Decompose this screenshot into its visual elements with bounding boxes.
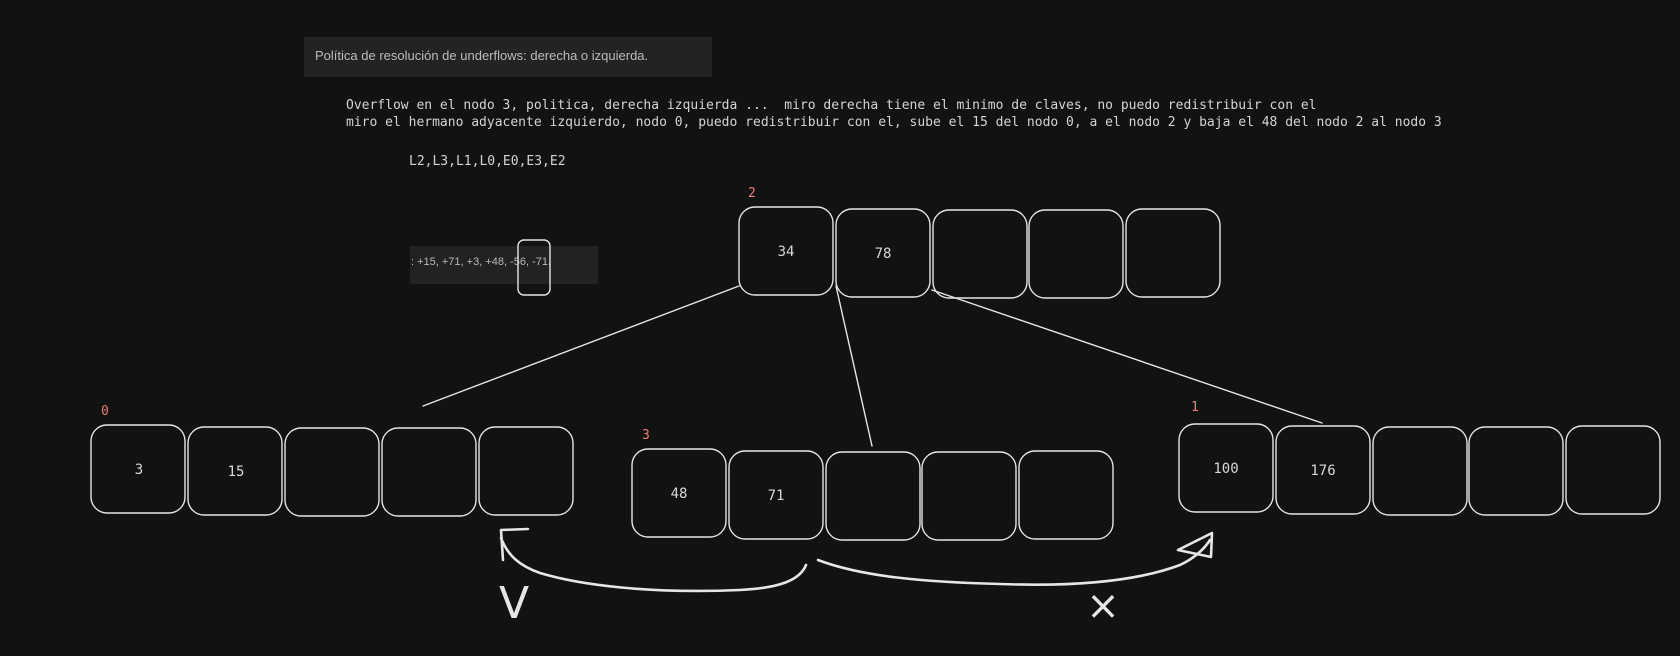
- node-2-cell-5: [1125, 208, 1221, 298]
- node-0-cell-5: [478, 426, 574, 516]
- node-2-cell-3: [932, 209, 1028, 299]
- check-mark: V: [499, 578, 529, 629]
- highlight-48-outline: [517, 239, 551, 296]
- node-3-key-1: 48: [670, 486, 688, 502]
- node-1-key-1: 100: [1213, 461, 1239, 477]
- node-1-label: 1: [1191, 400, 1199, 415]
- node-3-cell-2: [728, 450, 824, 540]
- node-2-cell-4: [1028, 209, 1124, 299]
- edge-node2-to-node3: [835, 285, 873, 447]
- left-arrowhead: [499, 527, 530, 562]
- node-3-cell-1: [631, 448, 727, 538]
- node-3-cell-3: [825, 451, 921, 541]
- edge-node2-to-node0: [422, 285, 740, 407]
- node-1: [1178, 423, 1661, 516]
- node-0-key-2: 15: [227, 464, 245, 480]
- policy-note: Política de resolución de underflows: de…: [304, 37, 712, 77]
- explanation-line-1: Overflow en el nodo 3, politica, derecha…: [346, 98, 1317, 113]
- access-sequence: L2,L3,L1,L0,E0,E3,E2: [409, 154, 566, 169]
- node-1-cell-4: [1468, 426, 1564, 516]
- node-1-cell-2: [1275, 425, 1371, 515]
- node-0-cell-4: [381, 427, 477, 517]
- right-sibling-arrow: [816, 538, 1212, 586]
- node-1-cell-3: [1372, 426, 1468, 516]
- node-2-key-2: 78: [874, 246, 892, 262]
- node-3-cell-5: [1018, 450, 1114, 540]
- node-2-key-1: 34: [777, 244, 795, 260]
- edge-node2-to-node1: [931, 289, 1323, 424]
- node-0-cell-3: [284, 427, 380, 517]
- node-2-cell-1: [738, 206, 834, 296]
- node-3-label: 3: [642, 428, 650, 443]
- node-0: [90, 424, 574, 517]
- cross-mark: ×: [1086, 583, 1120, 629]
- node-1-cell-5: [1565, 425, 1661, 515]
- explanation-line-2: miro el hermano adyacente izquierdo, nod…: [346, 115, 1442, 130]
- node-0-key-1: 3: [134, 462, 144, 478]
- node-3-key-2: 71: [767, 488, 785, 504]
- node-2-label: 2: [748, 186, 756, 201]
- left-sibling-arrow: [499, 536, 808, 593]
- operations-list: : +15, +71, +3, +48, -56, -71.: [410, 246, 598, 284]
- node-0-label: 0: [101, 404, 109, 419]
- node-2-cell-2: [835, 208, 931, 298]
- node-1-key-2: 176: [1310, 463, 1336, 479]
- node-0-cell-2: [187, 426, 283, 516]
- node-0-cell-1: [90, 424, 186, 514]
- node-2: [738, 206, 1221, 299]
- node-3: [631, 448, 1114, 541]
- node-3-cell-4: [921, 451, 1017, 541]
- right-arrowhead: [1176, 531, 1214, 559]
- node-1-cell-1: [1178, 423, 1274, 513]
